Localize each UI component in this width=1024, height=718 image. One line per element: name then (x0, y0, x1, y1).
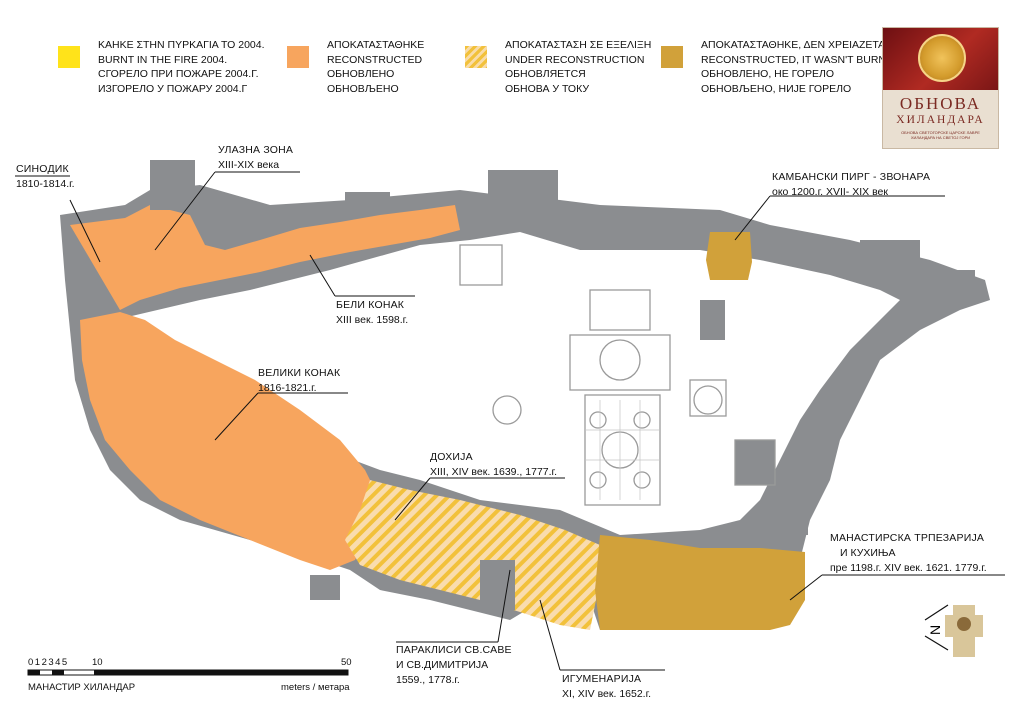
logo-small-text: ОБНОВА СВЕТОГОРСКЕ ЦАРСКЕ ЛАВРЕ ХИЛАНДАР… (901, 130, 980, 140)
seal-icon (918, 34, 966, 82)
label-date: око 1200.г. XVII- XIX век (772, 186, 888, 198)
label-date: XI, XIV век. 1652.г. (562, 688, 652, 700)
label-date: XIII, XIV век. 1639., 1777.г. (430, 466, 558, 478)
legend-text-burnt: ΚΑΗΚΕ ΣΤΗΝ ΠΥΡΚΑΓΙΑ ΤΟ 2004. BURNT IN TH… (98, 38, 265, 96)
legend-line: RECONSTRUCTED (327, 53, 423, 66)
leader-line-beli (309, 254, 336, 297)
legend-line: ОБНОВЛЕНО, НЕ ГОРЕЛО (701, 68, 835, 80)
legend-line: UNDER RECONSTRUCTION (505, 53, 645, 66)
legend-line: RECONSTRUCTED, IT WASN'T BURNING (701, 53, 905, 66)
label-veliki-konak: ВЕЛИКИ КОНАК 1816-1821.г. (258, 366, 340, 396)
label-date: XIII век. 1598.г. (336, 314, 409, 326)
label-title: ПАРАКЛИСИ СВ.САВЕ (396, 644, 512, 656)
label-date: XIII-XIX века (218, 159, 280, 171)
legend-swatch-reconstructed (287, 46, 309, 68)
legend-swatch-hatched (465, 46, 487, 68)
label-date: 1816-1821.г. (258, 382, 317, 394)
scale-end: 50 (341, 657, 352, 668)
leader-line-paraklisi (497, 569, 511, 643)
legend-line: ΑΠΟΚΑΤΑΣΤΑΘΗΚΕ (327, 39, 425, 51)
under-reconstruction-zones (345, 480, 600, 630)
label-title: КАМБАНСКИ ПИРГ - ЗВОНАРА (772, 171, 931, 183)
label-ulazna-zona: УЛАЗНА ЗОНА XIII-XIX века (218, 143, 293, 173)
scale-mid: 10 (92, 657, 103, 668)
legend-text-reconstructed: ΑΠΟΚΑΤΑΣΤΑΘΗΚΕ RECONSTRUCTED ОБНОВЛЕНО О… (327, 38, 424, 96)
label-dohija: ДОХИЈА XIII, XIV век. 1639., 1777.г. (430, 450, 557, 480)
label-beli-konak: БЕЛИ КОНАК XIII век. 1598.г. (336, 298, 408, 328)
leader-line-igumenarija (539, 599, 561, 671)
label-paraklisi: ПАРАКЛИСИ СВ.САВЕ И СВ.ДИМИТРИЈА 1559., … (396, 643, 512, 688)
legend-text-under-reconstruction: ΑΠΟΚΑΤΑΣΤΑΣΗ ΣΕ ΕΞΕΛΙΞΗ UNDER RECONSTRUC… (505, 38, 651, 96)
label-title: БЕЛИ КОНАК (336, 299, 405, 311)
label-date: 1559., 1778.г. (396, 674, 460, 686)
leader-line-dohija (394, 477, 431, 521)
label-title: СИНОДИК (16, 163, 69, 175)
legend-swatch-burnt (58, 46, 80, 68)
legend-line: ОБНОВЛЯЕТСЯ (505, 68, 586, 80)
legend-line: ОБНОВА У ТОКУ (505, 82, 589, 95)
label-title-2: И КУХИЊА (840, 547, 896, 559)
scale-caption: МАНАСТИР ХИЛАНДАР (28, 682, 136, 693)
leader-line-veliki (214, 392, 259, 441)
obnova-logo: ОБНОВА ХИЛАНДАРА ОБНОВА СВЕТОГОРСКЕ ЦАРС… (882, 27, 999, 149)
interior-walls (150, 160, 975, 610)
legend-line: ОБНОВЉЕНО, НИЈЕ ГОРЕЛО (701, 82, 852, 95)
svg-text:N: N (927, 625, 943, 635)
church-grid-details (585, 400, 660, 500)
label-sinodik: СИНОДИК 1810-1814.г. (16, 162, 75, 192)
label-title-2: И СВ.ДИМИТРИЈА (396, 659, 489, 671)
label-title: ДОХИЈА (430, 451, 473, 463)
legend-text-not-burning: ΑΠΟΚΑΤΑΣΤΑΘΗΚΕ, ΔΕΝ ΧΡΕΙΑΖΕΤΑΙ RECONSTRU… (701, 38, 905, 96)
label-title: МАНАСТИРСКА ТРПЕЗАРИЈА (830, 532, 985, 544)
legend-line: ОБНОВЛЕНО (327, 68, 395, 80)
scale-ticks: 012345 (28, 657, 69, 668)
legend-line: СГОРЕЛО ПРИ ПОЖАРЕ 2004.Г. (98, 68, 259, 80)
legend-line: ΑΠΟΚΑΤΑΣΤΑΘΗΚΕ, ΔΕΝ ΧΡΕΙΑΖΕΤΑΙ (701, 39, 888, 51)
label-igumenarija: ИГУМЕНАРИЈА XI, XIV век. 1652.г. (562, 672, 651, 702)
legend-line: BURNT IN THE FIRE 2004. (98, 53, 228, 66)
north-arrow-icon: N (924, 604, 983, 657)
leader-line-trpezarija (789, 574, 823, 601)
scale-bar (27, 669, 349, 676)
not-burning-zones (595, 232, 805, 630)
label-title: ИГУМЕНАРИЈА (562, 673, 642, 685)
label-trpezarija: МАНАСТИРСКА ТРПЕЗАРИЈА И КУХИЊА пре 1198… (830, 531, 987, 576)
leader-line-sinodik (69, 199, 101, 263)
legend-line: ИЗГОРЕЛО У ПОЖАРУ 2004.Г (98, 82, 248, 95)
label-title: УЛАЗНА ЗОНА (218, 144, 294, 156)
label-kambanski-pirg: КАМБАНСКИ ПИРГ - ЗВОНАРА око 1200.г. XVI… (772, 170, 930, 200)
leader-lines (15, 171, 1005, 671)
legend-line: ΑΠΟΚΑΤΑΣΤΑΣΗ ΣΕ ΕΞΕΛΙΞΗ (505, 39, 652, 51)
legend-line: ΚΑΗΚΕ ΣΤΗΝ ΠΥΡΚΑΓΙΑ ΤΟ 2004. (98, 39, 265, 51)
label-title: ВЕЛИКИ КОНАК (258, 367, 341, 379)
legend-swatch-not-burning (661, 46, 683, 68)
leader-line-kambanski (734, 195, 771, 241)
logo-subtitle: ХИЛАНДАРА (896, 114, 985, 126)
scale-units: meters / метара (281, 682, 350, 693)
legend-line: ОБНОВЉЕНО (327, 82, 399, 95)
reconstructed-zones (70, 205, 460, 570)
logo-title: ОБНОВА (899, 94, 982, 113)
leader-line-ulazna (154, 171, 216, 251)
label-date: 1810-1814.г. (16, 178, 75, 190)
label-date: пре 1198.г. XIV век. 1621. 1779.г. (830, 562, 987, 574)
